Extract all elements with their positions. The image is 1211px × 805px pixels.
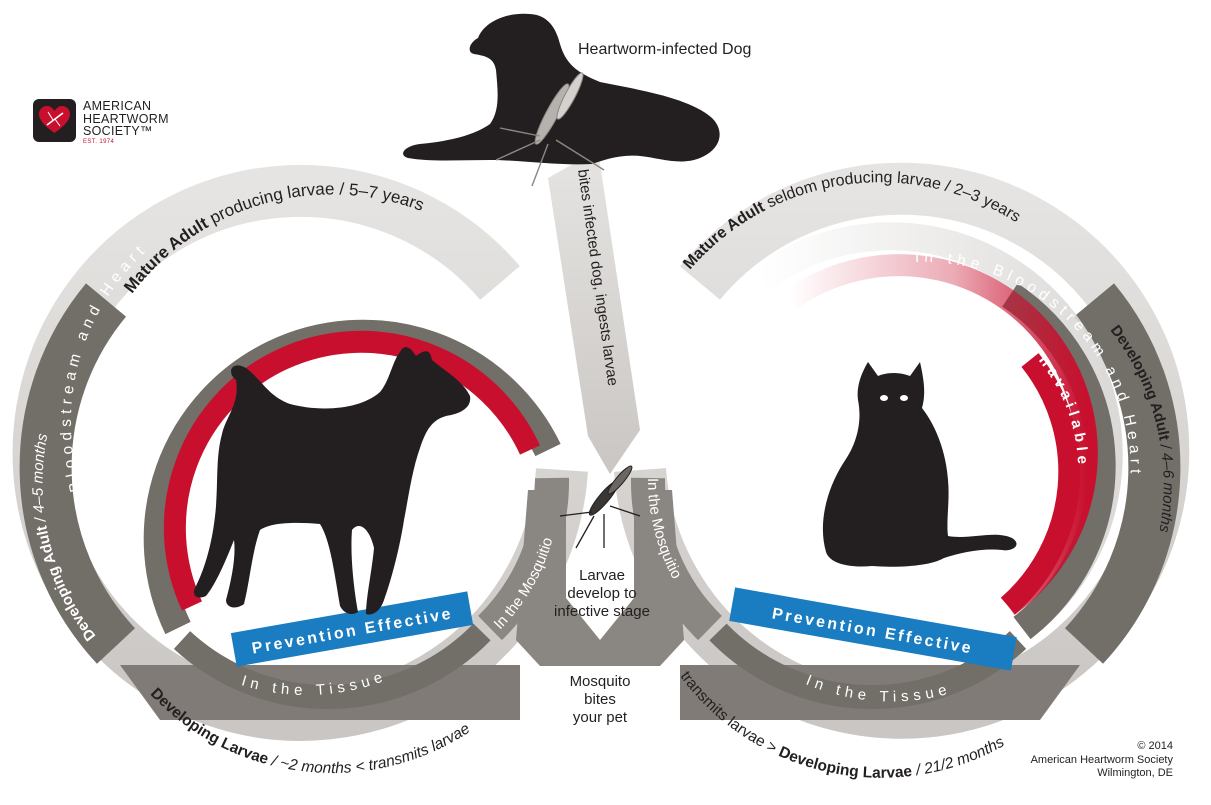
logo-line-2: HEARTWORM [83, 111, 169, 126]
cat-silhouette [822, 362, 1017, 567]
dog-tissue-ring [173, 623, 491, 710]
dog-cycle [12, 164, 588, 741]
center-line-2: develop to [567, 585, 636, 602]
bite-line-3: your pet [573, 709, 628, 726]
credit-line-2: American Heartworm Society [1030, 753, 1173, 766]
center-line-1: Larvae [579, 567, 625, 584]
heart-mosquito-icon [39, 106, 70, 133]
infected-dog-label: Heartworm-infected Dog [578, 41, 751, 58]
logo-est: EST. 1974 [83, 138, 115, 145]
ahs-logo-mark [33, 99, 76, 142]
ahs-logo: AMERICAN HEARTWORM SOCIETY™ EST. 1974 [33, 99, 173, 149]
bite-line-1: Mosquito [570, 673, 631, 690]
dog-developing-adult-band [19, 283, 136, 664]
cat-treatment-ring-solid [1000, 353, 1081, 615]
bite-line-2: bites [584, 691, 616, 708]
cat-tissue-ring [709, 623, 1027, 710]
ahs-logo-text: AMERICAN HEARTWORM SOCIETY™ EST. 1974 [83, 100, 169, 146]
mosquito-path-arrow [548, 150, 640, 474]
copyright-credit: © 2014 American Heartworm Society Wilmin… [1031, 740, 1173, 781]
logo-line-1: AMERICAN [83, 99, 152, 113]
credit-line-1: © 2014 [1137, 740, 1173, 752]
cat-developing-adult-band [1064, 283, 1181, 664]
logo-line-3: SOCIETY™ [83, 124, 153, 138]
cat-prevention-box [729, 587, 1017, 671]
dog-prevention-box [230, 591, 474, 667]
center-mosquito-icon [559, 465, 641, 549]
center-line-3: infective stage [554, 603, 650, 620]
center-funnel [516, 490, 684, 666]
dog-treatment-ring [163, 330, 540, 611]
credit-line-3: Wilmington, DE [1097, 767, 1173, 779]
mosquito-on-dog-icon [495, 72, 605, 187]
dog-silhouette [193, 347, 471, 615]
